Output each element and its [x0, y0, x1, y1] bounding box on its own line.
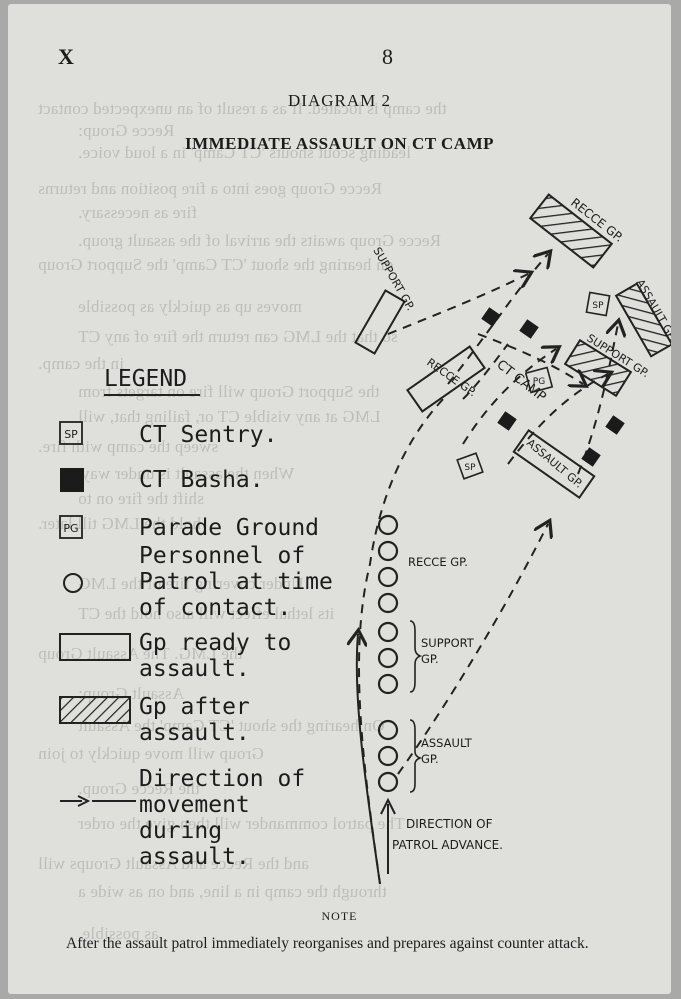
direction-label-2: PATROL ADVANCE.: [392, 838, 503, 852]
support-group-after: [563, 338, 633, 398]
support-column-label-2: GP.: [421, 652, 439, 666]
legend-direction-line3: during: [139, 818, 223, 844]
ct-sentry-bottom: SP: [456, 452, 484, 480]
personnel-symbol: [63, 573, 83, 593]
group-ready-symbol: [59, 633, 131, 661]
legend-personnel-line2: Patrol at time: [139, 569, 333, 595]
support-group-ready: [354, 289, 406, 355]
page-number: 8: [382, 44, 393, 69]
support-column-label: SUPPORT: [421, 636, 475, 650]
legend-symbols: SP PG: [59, 421, 136, 807]
svg-text:SP: SP: [464, 463, 476, 473]
assault-column-label-2: GP.: [421, 752, 439, 766]
diagram-title: IMMEDIATE ASSAULT ON CT CAMP: [184, 134, 495, 153]
legend-after-line2: assault.: [139, 720, 250, 746]
recce-column-label: RECCE GP.: [408, 555, 468, 569]
svg-text:PG: PG: [533, 377, 545, 387]
patrol-column: [377, 514, 399, 793]
column-brackets: [409, 620, 423, 793]
basha-symbol: [60, 468, 84, 492]
group-after-symbol: [59, 696, 131, 724]
recce-group-ready: [406, 345, 486, 413]
ct-sentry-top: SP: [585, 291, 611, 317]
svg-text:SP: SP: [592, 301, 604, 311]
legend-after-line1: Gp after: [139, 694, 250, 720]
legend-personnel-line1: Personnel of: [139, 543, 306, 569]
legend-title: LEGEND: [104, 366, 188, 392]
note-text: After the assault patrol immediately reo…: [66, 935, 589, 952]
legend-sentry-label: CT Sentry.: [139, 422, 278, 448]
note-heading: NOTE: [321, 909, 358, 923]
legend-direction-line1: Direction of: [139, 766, 306, 792]
svg-text:SP: SP: [64, 428, 78, 441]
assault-group-ready: [512, 429, 596, 499]
recce-group-after: [528, 193, 614, 269]
assault-diagram: RECCE GP. ASSAULT GP. SUPPORT GP. SUPPOR…: [8, 193, 671, 885]
sentry-symbol: SP: [59, 421, 83, 445]
legend-parade-label: Parade Ground: [139, 515, 320, 541]
parade-ground-symbol: PG: [59, 515, 83, 539]
svg-text:PG: PG: [63, 522, 78, 535]
legend-ready-line1: Gp ready to: [139, 630, 292, 656]
direction-arrow-symbol: [60, 795, 136, 807]
legend-underline: [104, 394, 200, 396]
chapter-mark: X: [58, 44, 74, 69]
legend-basha-label: CT Basha.: [139, 467, 264, 493]
parade-ground: PG: [524, 366, 554, 394]
legend-direction-line2: movement: [139, 792, 250, 818]
book-page: the camp is located. If as a result of a…: [8, 4, 671, 994]
assault-group-after: [614, 282, 671, 358]
legend-ready-line2: assault.: [139, 656, 250, 682]
patrol-advance-arrow: [380, 797, 396, 874]
direction-label-1: DIRECTION OF: [406, 817, 493, 831]
assault-column-label: ASSAULT: [421, 736, 473, 750]
diagram-number: DIAGRAM 2: [288, 91, 391, 110]
legend-personnel-line3: of contact.: [139, 595, 292, 621]
legend-direction-line4: assault.: [139, 844, 250, 870]
ct-bashas: [481, 307, 625, 467]
